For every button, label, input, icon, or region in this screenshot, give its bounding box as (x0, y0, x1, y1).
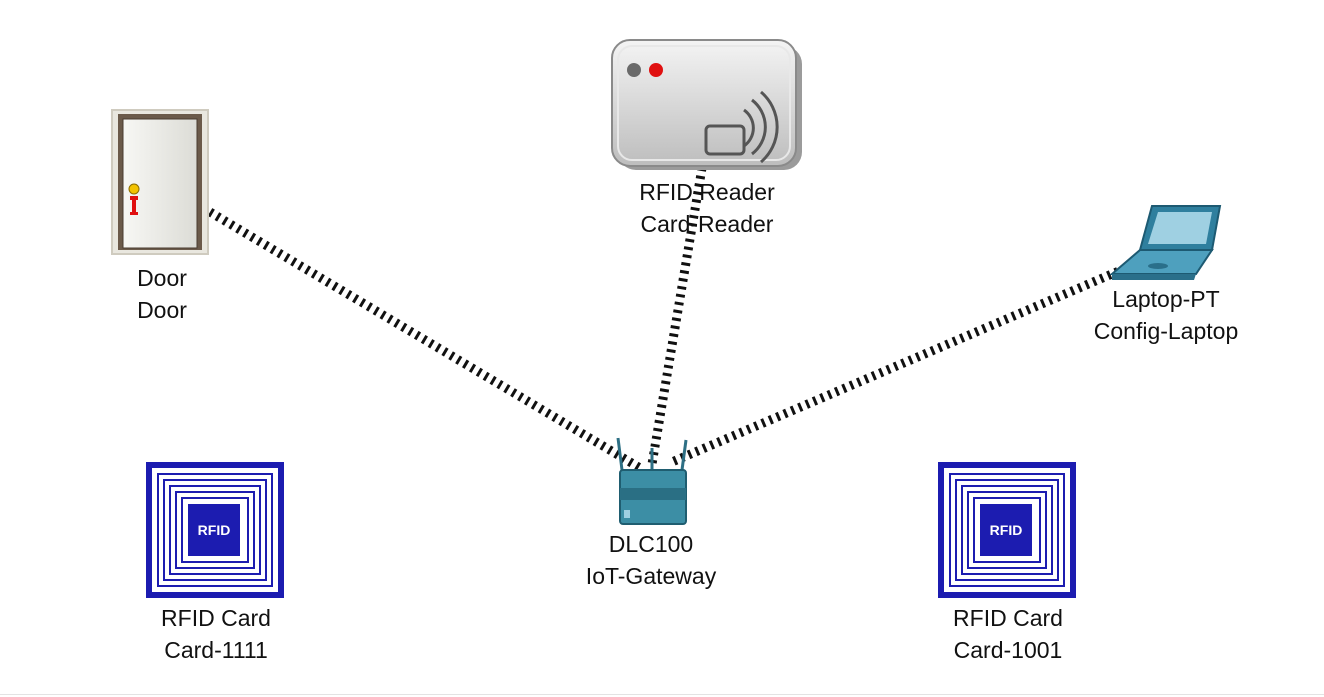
device-name: Card-1111 (164, 637, 268, 663)
device-model: RFID Reader (639, 179, 775, 205)
rfid-chip-label: RFID (198, 522, 231, 538)
laptop-label: Laptop-PT Config-Laptop (1094, 283, 1239, 347)
rfid-card-1001-icon[interactable]: RFID (938, 462, 1076, 598)
rfid-reader-label: RFID Reader Card-Reader (639, 176, 774, 240)
link-reader-gateway[interactable] (647, 167, 707, 465)
rfid-chip-label: RFID (990, 522, 1023, 538)
rfid-card-1111-icon[interactable]: RFID (146, 462, 284, 598)
device-name: Config-Laptop (1093, 318, 1239, 344)
device-model: DLC100 (608, 531, 694, 557)
rfid-card-1111-label: RFID Card Card-1111 (161, 602, 271, 666)
device-model: Door (137, 265, 187, 291)
door-icon[interactable] (111, 109, 209, 255)
device-model: RFID Card (161, 605, 271, 631)
rfid-reader-icon[interactable] (611, 39, 802, 170)
door-label: Door Door (137, 262, 187, 326)
wireless-links (207, 167, 1142, 472)
link-laptop-gateway[interactable] (670, 257, 1142, 467)
link-door-gateway[interactable] (207, 208, 643, 472)
device-model: RFID Card (953, 605, 1063, 631)
device-name: Door (137, 297, 187, 323)
gateway-icon[interactable] (616, 437, 688, 525)
rfid-card-1001-label: RFID Card Card-1001 (953, 602, 1063, 666)
device-name: Card-1001 (953, 637, 1063, 663)
device-name: Card-Reader (640, 211, 774, 237)
gateway-label: DLC100 IoT-Gateway (586, 528, 716, 592)
canvas-bottom-border (0, 694, 1324, 695)
device-model: Laptop-PT (1112, 286, 1220, 312)
laptop-icon[interactable] (1109, 205, 1222, 280)
device-name: IoT-Gateway (585, 563, 717, 589)
